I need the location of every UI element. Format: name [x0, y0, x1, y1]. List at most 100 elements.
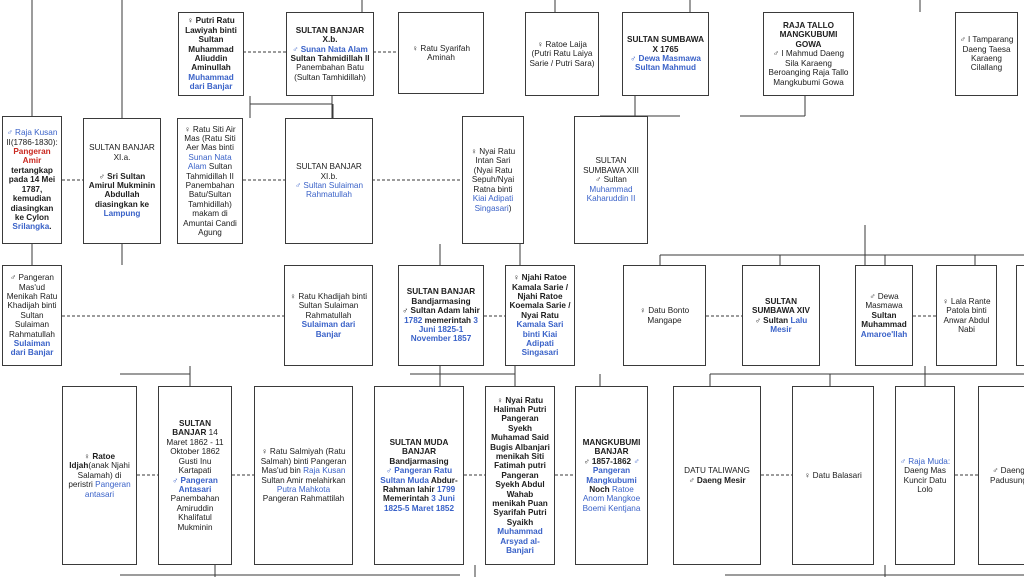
- node-text[interactable]: ♂ Raja Muda:: [899, 456, 951, 466]
- node-label: SULTAN BANJAR XI.a.♂ Sri Sultan Amirul M…: [87, 143, 157, 218]
- node-text[interactable]: Sulaiman dari Banjar: [301, 320, 356, 339]
- tree-node-sultan-sumbawa-xiv[interactable]: SULTAN SUMBAWA XIV♂ Sultan Lalu Mesir: [742, 265, 820, 366]
- tree-node-sultan-adam[interactable]: SULTAN BANJAR Bandjarmasing♂ Sultan Adam…: [398, 265, 484, 366]
- tree-node-mangkubumi-banjar[interactable]: MANGKUBUMI BANJAR♂ 1857-1862 ♂Pangeran M…: [575, 386, 648, 565]
- node-label: ♀ Putri Ratu Lawiyah binti Sultan Muhamm…: [182, 16, 240, 91]
- tree-node-sultan-sumbawa-xiii[interactable]: SULTAN SUMBAWA XIII♂ Sultan Muhammad Kah…: [574, 116, 648, 244]
- node-text[interactable]: Lampung: [103, 209, 141, 219]
- tree-node-daeng-padusung[interactable]: ♂ Daeng Padusung: [978, 386, 1024, 565]
- node-label: SULTAN BANJAR XI.b.♂ Sultan Sulaiman Rah…: [289, 162, 369, 200]
- tree-node-lala-rante-patola[interactable]: ♀ Lala Rante Patola binti Anwar Abdul Na…: [936, 265, 997, 366]
- node-text: ): [508, 203, 512, 213]
- node-text: Panembahan Amiruddin Khalifatul Mukminin: [170, 494, 220, 532]
- node-text: ♀ Putri Ratu Lawiyah binti Sultan Muhamm…: [185, 16, 237, 73]
- node-text[interactable]: Sulaiman dari Banjar: [10, 339, 54, 358]
- tree-node-ratu-siti-air-mas[interactable]: ♀ Ratu Siti Air Mas (Ratu Siti Aer Mas b…: [177, 118, 243, 244]
- node-label: ♀ Ratu Khadijah binti Sultan Sulaiman Ra…: [288, 292, 369, 339]
- node-text[interactable]: Putra Mahkota: [276, 484, 331, 494]
- node-text[interactable]: ♂ Pangeran Antasari: [172, 475, 218, 494]
- node-label: ♂ I Tamparang Daeng Taesa Karaeng Cilall…: [959, 35, 1014, 73]
- tree-node-sultan-banjar-xib[interactable]: SULTAN BANJAR XI.b.♂ Sultan Sulaiman Rah…: [285, 118, 373, 244]
- node-text: Panembahan Batu (Sultan Tamhidillah): [294, 63, 366, 82]
- tree-node-sultan-banjar-14[interactable]: SULTAN BANJAR 14 Maret 1862 - 11 Oktober…: [158, 386, 232, 565]
- node-text[interactable]: Pangeran antasari: [84, 480, 131, 499]
- node-label: ♀ Lala Rante Patola binti Anwar Abdul Na…: [940, 297, 993, 335]
- node-text: ♀ Ratoe Laija (Putri Ratu Laiya Sarie / …: [529, 39, 595, 68]
- node-text: (anak Njahi Salamah) di peristri: [68, 461, 130, 490]
- node-text[interactable]: 1799: [436, 484, 456, 494]
- node-text: ♀ Nyai Ratu Halimah Putri Pangeran Syekh…: [490, 395, 550, 527]
- tree-node-ratu-khadijah[interactable]: ♀ Ratu Khadijah binti Sultan Sulaiman Ra…: [284, 265, 373, 366]
- tree-node-datu-bonto-mangape[interactable]: ♀ Datu Bonto Mangape: [623, 265, 706, 366]
- node-label: ♀ Ratoe Laija (Putri Ratu Laiya Sarie / …: [529, 40, 595, 68]
- tree-node-nyai-ratu-intan-sari[interactable]: ♀ Nyai Ratu Intan Sari (Nyai Ratu Sepuh/…: [462, 116, 524, 244]
- tree-node-offscreen-right[interactable]: [1016, 265, 1024, 366]
- node-label: ♀ Ratoe Idjah(anak Njahi Salamah) di per…: [66, 452, 133, 499]
- node-text: ♂ I Mahmud Daeng Sila Karaeng Beroanging…: [768, 49, 849, 87]
- node-text[interactable]: Amaroe'llah: [860, 329, 908, 339]
- node-text[interactable]: Lalu Mesir: [770, 315, 808, 334]
- node-label: SULTAN SUMBAWA XIII♂ Sultan Muhammad Kah…: [578, 156, 644, 203]
- node-label: ♀ Ratu Salmiyah (Ratu Salmah) binti Pang…: [258, 447, 349, 503]
- node-text: ♀ Ratu Khadijah binti Sultan Sulaiman Ra…: [289, 291, 368, 320]
- node-text[interactable]: Muhammad Arsyad al-Banjari: [497, 527, 543, 556]
- tree-node-sultan-muda-banjar[interactable]: SULTAN MUDA BANJAR Bandjarmasing♂ Panger…: [374, 386, 464, 565]
- tree-node-ratu-syarifah-aminah[interactable]: ♀ Ratu Syarifah Aminah: [398, 12, 484, 94]
- node-label: ♀ Njahi Ratoe Kamala Sarie / Njahi Ratoe…: [509, 273, 571, 358]
- tree-node-ratu-salmiyah[interactable]: ♀ Ratu Salmiyah (Ratu Salmah) binti Pang…: [254, 386, 353, 565]
- node-text: ♂ Dewa Masmawa: [865, 291, 903, 311]
- node-text[interactable]: Raja Kusan: [303, 466, 346, 476]
- node-text: Daeng Mas Kuncir Datu Lolo: [903, 466, 947, 494]
- node-text: SULTAN MUDA BANJAR Bandjarmasing: [389, 437, 449, 466]
- tree-node-putri-ratu-lawiyah[interactable]: ♀ Putri Ratu Lawiyah binti Sultan Muhamm…: [178, 12, 244, 96]
- node-text[interactable]: Pangeran Mangkubumi: [586, 466, 637, 485]
- tree-node-ratoe-laija[interactable]: ♀ Ratoe Laija (Putri Ratu Laiya Sarie / …: [525, 12, 599, 96]
- node-text[interactable]: ♂: [633, 456, 640, 466]
- node-text: SULTAN BANJAR Bandjarmasing: [406, 287, 476, 306]
- tree-node-raja-muda-daeng-mas[interactable]: ♂ Raja Muda: Daeng Mas Kuncir Datu Lolo: [895, 386, 955, 565]
- node-text: Gusti Inu Kartapati: [178, 456, 212, 476]
- tree-node-dewa-masmawa[interactable]: ♂ Dewa Masmawa Sultan Muhammad Amaroe'll…: [855, 265, 913, 366]
- node-text[interactable]: Muhammad dari Banjar: [188, 72, 234, 92]
- node-text: II(1786-1830):: [6, 137, 58, 147]
- node-text: SULTAN SUMBAWA X 1765: [626, 35, 704, 54]
- node-text[interactable]: 1782: [404, 315, 423, 325]
- node-text[interactable]: ♂ Dewa Masmawa Sultan Mahmud: [630, 54, 701, 73]
- node-label: SULTAN BANJAR 14 Maret 1862 - 11 Oktober…: [162, 419, 228, 532]
- node-text: memerintah: [422, 315, 474, 325]
- node-text: ♀ Lala Rante Patola binti Anwar Abdul Na…: [942, 296, 991, 334]
- tree-node-nyai-ratu-halimah[interactable]: ♀ Nyai Ratu Halimah Putri Pangeran Syekh…: [485, 386, 555, 565]
- tree-node-pangeran-masud[interactable]: ♂ Pangeran Mas'ud Menikah Ratu Khadijah …: [2, 265, 62, 366]
- tree-node-ratoe-idjah[interactable]: ♀ Ratoe Idjah(anak Njahi Salamah) di per…: [62, 386, 137, 565]
- node-text[interactable]: 3 Juni 1825-1 November 1857: [410, 315, 478, 344]
- tree-node-sultan-banjar-xb[interactable]: SULTAN BANJAR X.b.♂ Sunan Nata Alam Sult…: [286, 12, 374, 96]
- node-text[interactable]: ♂: [292, 44, 301, 54]
- node-text: ♂ Daeng Padusung: [990, 466, 1024, 485]
- node-text[interactable]: Muhammad Kaharuddin II: [586, 184, 636, 204]
- node-label: ♀ Ratu Siti Air Mas (Ratu Siti Aer Mas b…: [181, 125, 239, 238]
- tree-node-i-tamparang[interactable]: ♂ I Tamparang Daeng Taesa Karaeng Cilall…: [955, 12, 1018, 96]
- node-text[interactable]: Kiai Adipati Singasari: [472, 194, 514, 213]
- node-label: ♂ Raja Kusan II(1786-1830): Pangeran Ami…: [6, 128, 58, 231]
- node-text[interactable]: Kamala Sari binti Kiai Adipati Singasari: [516, 320, 564, 358]
- node-text[interactable]: ♂ Raja Kusan: [6, 128, 58, 138]
- node-text: Pangeran Rahmattilah: [262, 494, 345, 504]
- node-text[interactable]: ♂ Sultan Sulaiman Rahmatullah: [294, 181, 364, 200]
- node-text[interactable]: 3 Juni 1825-5 Maret 1852: [383, 494, 455, 513]
- node-text[interactable]: Sunan Nata Alam: [187, 152, 232, 172]
- node-text[interactable]: ♂ Pangeran Ratu Sultan Muda: [380, 466, 453, 485]
- node-label: ♂ Dewa Masmawa Sultan Muhammad Amaroe'll…: [859, 292, 909, 339]
- node-text[interactable]: Ratoe Anom Mangkoe Boemi Kentjana: [582, 484, 641, 513]
- node-text[interactable]: Srilangka: [12, 222, 50, 232]
- node-text: Sultan Tahmidillah II: [290, 54, 370, 63]
- tree-node-datu-balasari[interactable]: ♀ Datu Balasari: [792, 386, 874, 565]
- tree-node-sultan-sumbawa-x[interactable]: SULTAN SUMBAWA X 1765♂ Dewa Masmawa Sult…: [622, 12, 709, 96]
- node-text: SULTAN BANJAR XI.b.: [296, 162, 362, 181]
- node-text[interactable]: Sunan Nata Alam: [300, 44, 368, 54]
- tree-node-njahi-ratoe-kamala[interactable]: ♀ Njahi Ratoe Kamala Sarie / Njahi Ratoe…: [505, 265, 575, 366]
- tree-node-raja-kusan-ii[interactable]: ♂ Raja Kusan II(1786-1830): Pangeran Ami…: [2, 116, 62, 244]
- tree-node-raja-tallo[interactable]: RAJA TALLO MANGKUBUMI GOWA♂ I Mahmud Dae…: [763, 12, 854, 96]
- tree-node-sultan-banjar-xia[interactable]: SULTAN BANJAR XI.a.♂ Sri Sultan Amirul M…: [83, 118, 161, 244]
- tree-node-datu-taliwang[interactable]: DATU TALIWANG♂ Daeng Mesir: [673, 386, 761, 565]
- node-text: SULTAN BANJAR XI.a.: [89, 143, 155, 162]
